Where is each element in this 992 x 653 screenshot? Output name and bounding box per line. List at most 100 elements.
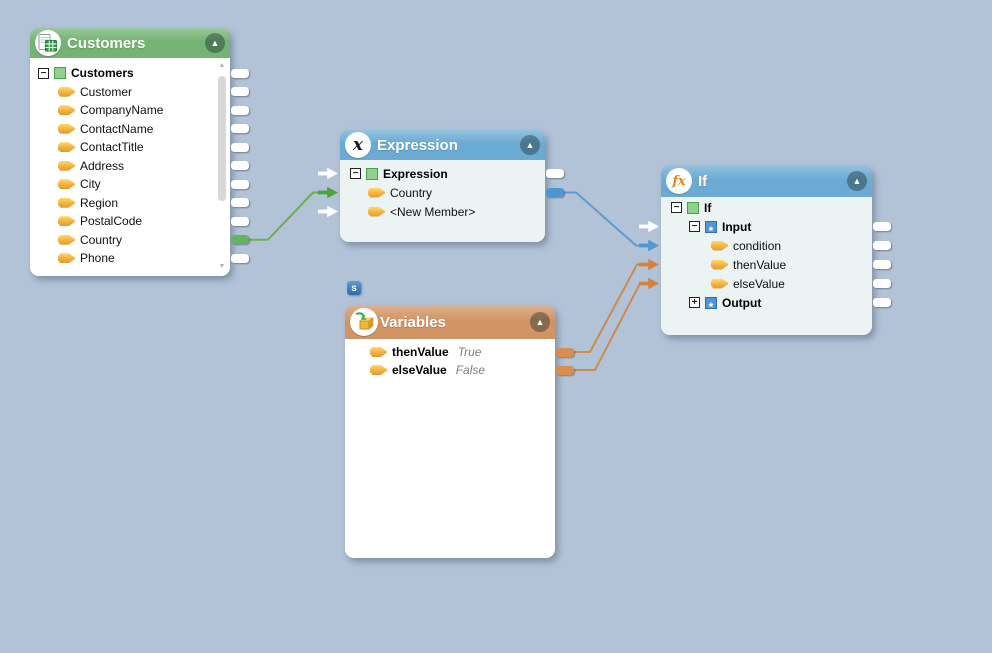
- attribute-icon: [711, 278, 728, 289]
- output-port-postalcode[interactable]: [231, 216, 249, 226]
- tree-item-customers-root[interactable]: − Customers: [30, 64, 230, 83]
- node-variables-header[interactable]: Variables ▲: [345, 305, 555, 339]
- wire-variables-elsevalue-to-if[interactable]: [573, 283, 641, 371]
- tree-item-label: Country: [80, 232, 123, 247]
- tree-item-thenvalue[interactable]: thenValue: [661, 255, 872, 274]
- tree-item-customer[interactable]: Customer: [30, 83, 230, 102]
- up-triangle-icon: ▲: [535, 316, 545, 327]
- node-if[interactable]: fx If ▲ − If − * Input condition thenVal…: [639, 165, 891, 335]
- tree-item-label: <New Member>: [390, 204, 476, 219]
- input-port-condition-connected[interactable]: [639, 239, 659, 252]
- tree-item-label: Expression: [383, 166, 448, 181]
- output-port-expr-country-connected[interactable]: [546, 188, 564, 197]
- output-port-expression-root[interactable]: [546, 169, 564, 178]
- output-port-country-connected[interactable]: [231, 235, 249, 245]
- attribute-icon: [58, 123, 75, 134]
- tree-item-label: thenValue: [392, 345, 449, 359]
- output-port-customer[interactable]: [231, 87, 249, 97]
- wire-customers-country-to-expression[interactable]: [248, 191, 321, 241]
- tree-item-output-group[interactable]: + * Output: [661, 293, 872, 312]
- tree-item-address[interactable]: Address: [30, 157, 230, 176]
- node-expression[interactable]: x Expression ▲ − Expression Country <New…: [318, 130, 564, 242]
- tree-item-elsevalue[interactable]: elseValue: [661, 274, 872, 293]
- input-port-expr-country-connected[interactable]: [318, 186, 338, 199]
- output-port-if-thenvalue[interactable]: [873, 260, 891, 269]
- tree-item-label: Input: [722, 219, 752, 234]
- tree-item-country[interactable]: Country: [30, 231, 230, 250]
- tree-item-new-member[interactable]: <New Member>: [340, 202, 545, 221]
- variables-cube-icon: [350, 308, 378, 336]
- scope-badge[interactable]: s: [347, 281, 361, 295]
- collapse-button[interactable]: ▲: [205, 33, 225, 53]
- node-title: Variables: [380, 313, 446, 331]
- input-port-expression-root[interactable]: [318, 167, 338, 180]
- tree-item-input-group[interactable]: − * Input: [661, 217, 872, 236]
- input-port-thenvalue-connected[interactable]: [639, 258, 659, 271]
- tree-expander-icon[interactable]: −: [689, 221, 700, 232]
- attribute-icon: [58, 253, 75, 264]
- node-if-header[interactable]: fx If ▲: [661, 165, 872, 197]
- output-port-var-elsevalue-connected[interactable]: [556, 365, 574, 375]
- output-port-var-thenvalue-connected[interactable]: [556, 347, 574, 357]
- tree-item-label: Country: [390, 185, 433, 200]
- node-customers-header[interactable]: Customers ▲: [30, 28, 230, 58]
- tree-item-label: Output: [722, 295, 762, 310]
- output-port-if-input[interactable]: [873, 222, 891, 231]
- tree-item-label: elseValue: [392, 363, 447, 377]
- function-fx-icon: fx: [666, 168, 692, 194]
- scroll-up-icon[interactable]: ▲: [218, 62, 226, 69]
- tree-expander-icon[interactable]: −: [671, 202, 682, 213]
- input-port-new-member[interactable]: [318, 205, 338, 218]
- output-port-city[interactable]: [231, 179, 249, 189]
- tree-item-label: condition: [733, 238, 782, 253]
- output-port-customers-root[interactable]: [231, 68, 249, 78]
- node-variables[interactable]: Variables ▲ thenValue True elseValue Fal…: [345, 305, 574, 558]
- scrollbar-thumb[interactable]: [218, 76, 226, 201]
- tree-item-contactname[interactable]: ContactName: [30, 120, 230, 139]
- node-customers[interactable]: Customers ▲ − Customers Customer Company…: [30, 28, 249, 276]
- output-port-if-condition[interactable]: [873, 241, 891, 250]
- input-port-elsevalue-connected[interactable]: [639, 277, 659, 290]
- excel-table-icon: [35, 30, 61, 56]
- tree-item-if-root[interactable]: − If: [661, 198, 872, 217]
- up-triangle-icon: ▲: [210, 37, 220, 48]
- collapse-button[interactable]: ▲: [530, 312, 550, 332]
- node-if-body: − If − * Input condition thenValue elseV…: [661, 197, 872, 335]
- tree-item-contacttitle[interactable]: ContactTitle: [30, 138, 230, 157]
- output-port-if-output[interactable]: [873, 298, 891, 307]
- scroll-down-icon[interactable]: ▼: [218, 263, 226, 270]
- wire-expression-country-to-if-condition[interactable]: [563, 191, 640, 247]
- collapse-button[interactable]: ▲: [520, 135, 540, 155]
- tree-item-postalcode[interactable]: PostalCode: [30, 212, 230, 231]
- tree-item-var-elsevalue[interactable]: elseValue False: [345, 361, 555, 379]
- attribute-icon: [58, 86, 75, 97]
- tree-item-region[interactable]: Region: [30, 194, 230, 213]
- output-port-region[interactable]: [231, 198, 249, 208]
- tree-item-expr-country[interactable]: Country: [340, 183, 545, 202]
- output-port-contactname[interactable]: [231, 124, 249, 134]
- tree-item-label: ContactName: [80, 121, 154, 136]
- tree-expander-icon[interactable]: −: [38, 67, 49, 79]
- tree-expander-icon[interactable]: +: [689, 297, 700, 308]
- input-port-if-input[interactable]: [639, 220, 659, 233]
- output-port-contacttitle[interactable]: [231, 142, 249, 152]
- tree-item-expression-root[interactable]: − Expression: [340, 164, 545, 183]
- variable-value: True: [457, 345, 482, 359]
- node-title: Expression: [377, 136, 458, 154]
- scrollbar[interactable]: ▲ ▼: [216, 62, 228, 270]
- node-expression-header[interactable]: x Expression ▲: [340, 130, 545, 160]
- tree-item-var-thenvalue[interactable]: thenValue True: [345, 343, 555, 361]
- tree-item-companyname[interactable]: CompanyName: [30, 101, 230, 120]
- collapse-button[interactable]: ▲: [847, 171, 867, 191]
- tree-item-condition[interactable]: condition: [661, 236, 872, 255]
- output-port-companyname[interactable]: [231, 105, 249, 115]
- output-port-address[interactable]: [231, 161, 249, 171]
- tree-expander-icon[interactable]: −: [350, 168, 361, 179]
- output-port-if-elsevalue[interactable]: [873, 279, 891, 288]
- wire-variables-thenvalue-to-if[interactable]: [573, 263, 640, 353]
- output-port-phone[interactable]: [231, 253, 249, 263]
- variable-value: False: [455, 363, 486, 377]
- tree-item-city[interactable]: City: [30, 175, 230, 194]
- tree-item-phone[interactable]: Phone: [30, 249, 230, 268]
